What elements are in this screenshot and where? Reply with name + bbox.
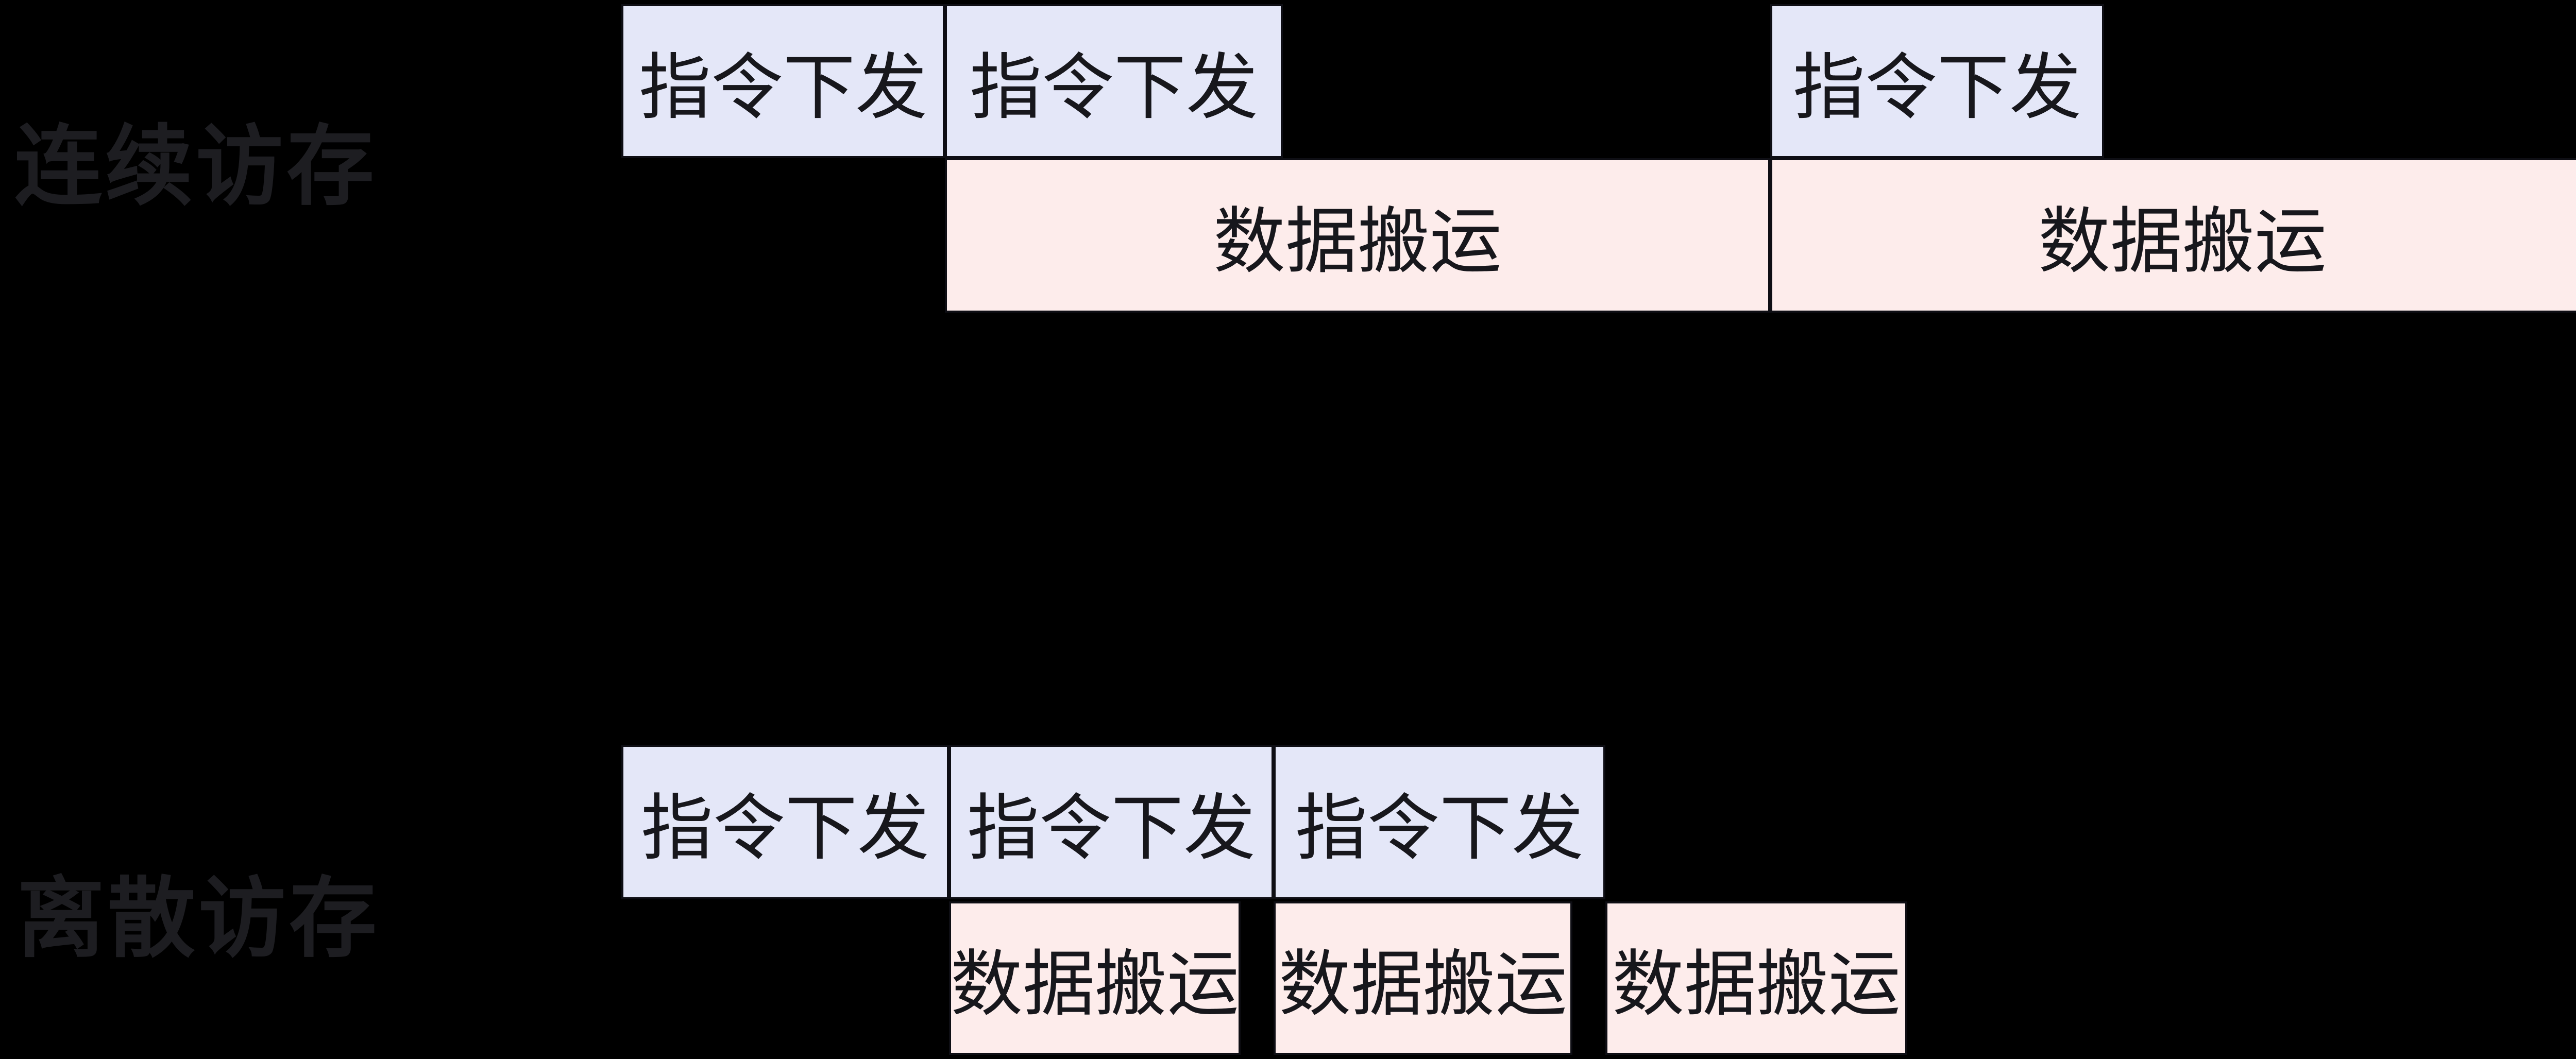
transfer-box: 数据搬运 [945, 158, 1770, 313]
section-label-discrete: 离散访存 [17, 870, 380, 968]
dispatch-box: 指令下发 [1274, 745, 1605, 899]
dispatch-box: 指令下发 [1770, 4, 2104, 158]
dispatch-box: 指令下发 [949, 745, 1274, 899]
transfer-box: 数据搬运 [949, 901, 1241, 1055]
dispatch-box: 指令下发 [621, 4, 945, 158]
section-label-continuous: 连续访存 [14, 118, 378, 216]
dispatch-box: 指令下发 [945, 4, 1283, 158]
transfer-box: 数据搬运 [1274, 901, 1572, 1055]
transfer-box: 数据搬运 [1605, 901, 1907, 1055]
dispatch-box: 指令下发 [621, 745, 949, 899]
transfer-box: 数据搬运 [1770, 158, 2576, 313]
